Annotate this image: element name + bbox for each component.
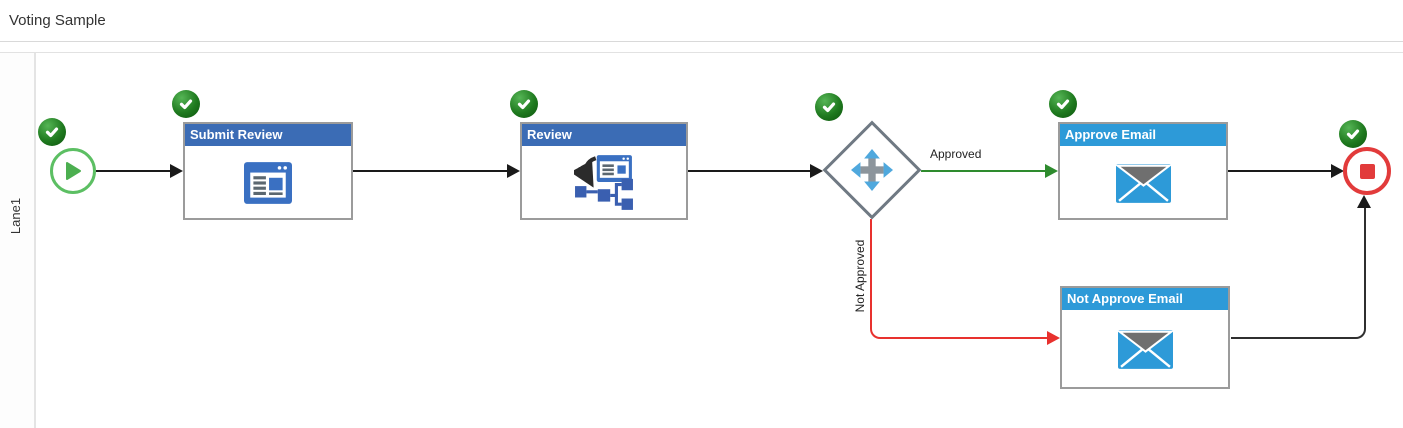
form-icon	[244, 162, 292, 204]
arrowhead-icon	[1047, 331, 1060, 345]
check-icon	[1056, 99, 1070, 110]
flow-submit-review-to-review	[353, 170, 507, 172]
task-approve-email[interactable]: Approve Email	[1058, 122, 1228, 220]
status-check-badge	[1339, 120, 1367, 148]
check-icon	[45, 127, 59, 138]
task-submit-review[interactable]: Submit Review	[183, 122, 353, 220]
arrowhead-icon	[170, 164, 183, 178]
task-title: Review	[522, 124, 686, 146]
arrowhead-icon	[1331, 164, 1344, 178]
check-icon	[517, 99, 531, 110]
status-check-badge	[1049, 90, 1077, 118]
email-icon	[1115, 163, 1171, 203]
stop-icon	[1359, 163, 1375, 179]
flow-not-approved	[870, 219, 1048, 339]
flow-label-approved: Approved	[930, 147, 982, 161]
titlebar: Voting Sample	[0, 0, 1403, 42]
play-icon	[66, 162, 81, 180]
task-title: Submit Review	[185, 124, 351, 146]
arrowhead-icon	[810, 164, 823, 178]
subprocess-icon	[574, 155, 633, 210]
email-icon	[1117, 330, 1173, 369]
lane-lane1: Lane1	[0, 52, 1403, 428]
arrowhead-icon	[507, 164, 520, 178]
check-icon	[179, 99, 193, 110]
status-check-badge	[38, 118, 66, 146]
status-check-badge	[172, 90, 200, 118]
task-title: Approve Email	[1060, 124, 1226, 146]
task-review[interactable]: Review	[520, 122, 688, 220]
flow-approve-email-to-end	[1228, 170, 1332, 172]
check-icon	[1346, 129, 1360, 140]
check-icon	[822, 102, 836, 113]
arrowhead-icon	[1045, 164, 1058, 178]
decision-gateway[interactable]	[822, 120, 922, 220]
move-cross-icon	[851, 149, 893, 191]
lane-label-strip: Lane1	[0, 53, 36, 428]
page-title: Voting Sample	[9, 12, 106, 29]
task-title: Not Approve Email	[1062, 288, 1228, 310]
lane-label: Lane1	[8, 197, 23, 235]
arrowhead-icon	[1357, 195, 1371, 208]
start-event[interactable]	[50, 148, 96, 194]
flow-review-to-gateway	[688, 170, 811, 172]
flow-not-approve-email-to-end	[1231, 207, 1366, 339]
flow-start-to-submit-review	[96, 170, 171, 172]
flow-approved	[921, 170, 1046, 172]
status-check-badge	[510, 90, 538, 118]
end-event[interactable]	[1343, 147, 1391, 195]
status-check-badge	[815, 93, 843, 121]
flow-label-not-approved: Not Approved	[853, 239, 867, 313]
task-not-approve-email[interactable]: Not Approve Email	[1060, 286, 1230, 389]
